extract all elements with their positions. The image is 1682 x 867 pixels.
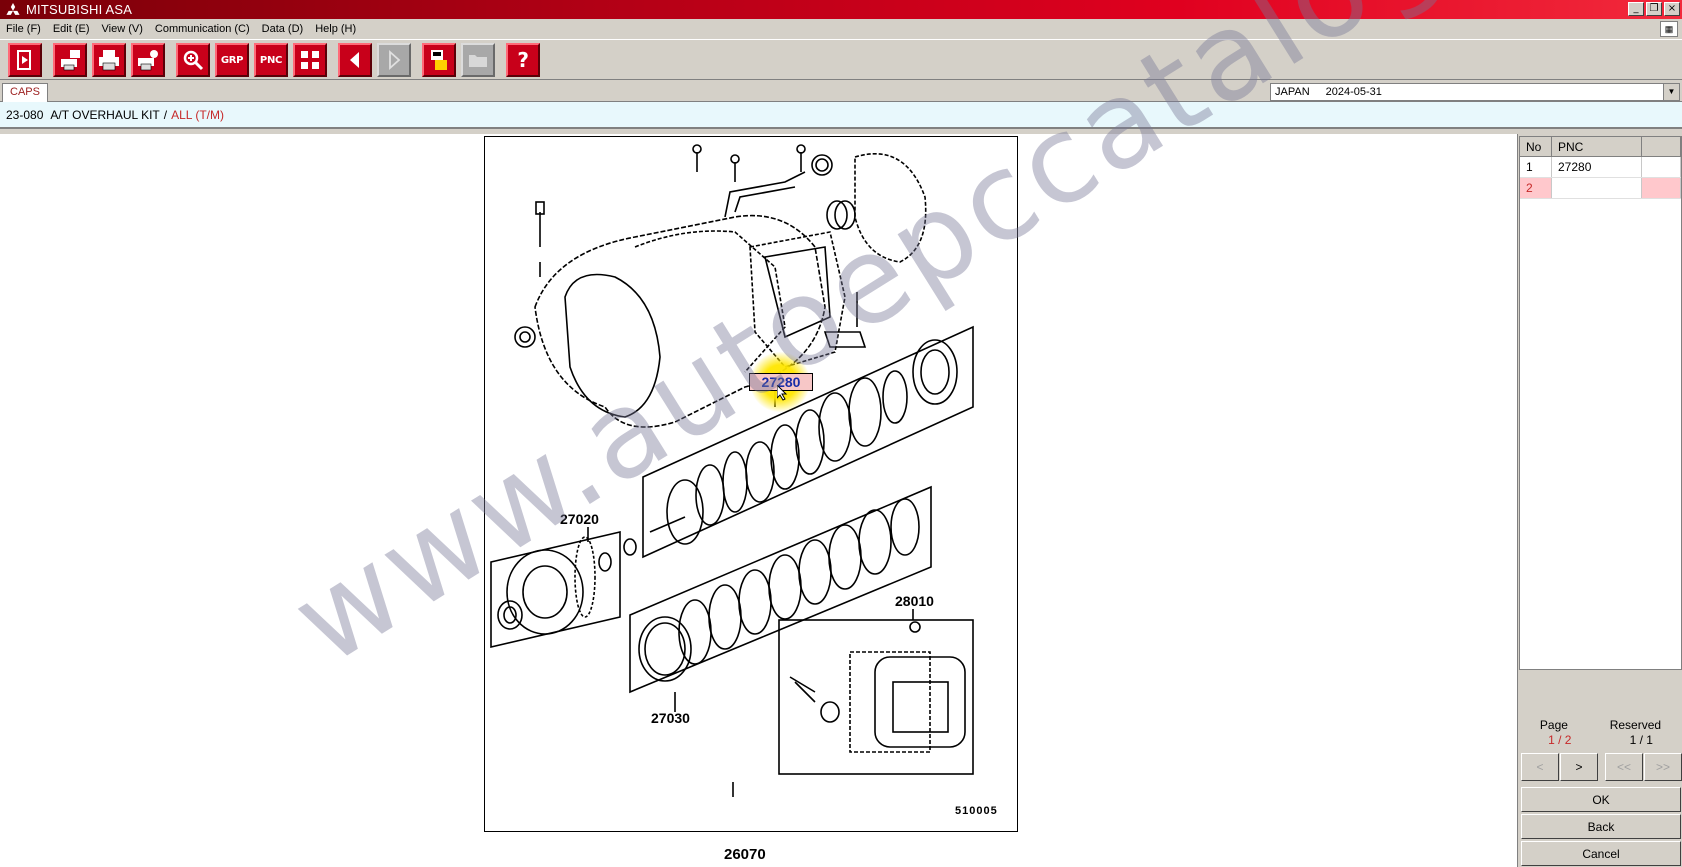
window-title: MITSUBISHI ASA	[26, 2, 133, 17]
menu-data[interactable]: Data (D)	[261, 23, 304, 35]
region-date: 2024-05-31	[1325, 86, 1382, 98]
chevron-down-icon[interactable]: ▼	[1663, 84, 1679, 100]
minimize-button[interactable]: _	[1628, 2, 1644, 16]
menu-bar: File (F) Edit (E) View (V) Communication…	[0, 19, 1682, 39]
row-extra	[1642, 178, 1681, 198]
page-value: 1 / 2	[1548, 733, 1572, 747]
grid-icon	[301, 51, 319, 69]
pnc-label-27020[interactable]: 27020	[560, 511, 599, 527]
pnc-label-26070[interactable]: 26070	[724, 846, 766, 863]
back-button[interactable]: Back	[1521, 814, 1681, 839]
reserved-value: 1 / 1	[1629, 733, 1653, 747]
table-header: No PNC	[1520, 137, 1681, 157]
exit-button[interactable]	[8, 43, 42, 77]
next-button[interactable]	[377, 43, 411, 77]
row-pnc	[1552, 178, 1642, 198]
exit-door-icon	[17, 50, 31, 70]
table-row[interactable]: 2	[1520, 178, 1681, 199]
toolbar: GRP PNC ?	[0, 39, 1682, 80]
page-label: Page	[1539, 718, 1568, 732]
row-extra	[1642, 157, 1681, 177]
triangle-right-icon	[389, 49, 401, 71]
pnc-side-panel: No PNC 1 27280 2 Page Reserved 1 / 2 1 /…	[1519, 134, 1682, 867]
restore-button[interactable]: ❐	[1646, 2, 1662, 16]
column-header-no[interactable]: No	[1520, 137, 1552, 156]
breadcrumb-separator: /	[163, 107, 168, 122]
menu-edit[interactable]: Edit (E)	[52, 23, 90, 35]
printer-settings-icon	[138, 50, 158, 71]
menu-communication[interactable]: Communication (C)	[154, 23, 250, 35]
mdi-menu-icon[interactable]: ▦	[1660, 21, 1678, 37]
pnc-label-selected[interactable]: 27280	[749, 373, 813, 391]
print-button[interactable]	[92, 43, 126, 77]
triangle-left-icon	[350, 52, 359, 68]
table-row[interactable]: 1 27280	[1520, 157, 1681, 178]
region-country: JAPAN	[1275, 86, 1310, 98]
title-bar: MITSUBISHI ASA _ ❐ ×	[0, 0, 1682, 19]
group-title: A/T OVERHAUL KIT	[50, 107, 160, 122]
pager: Page Reserved 1 / 2 1 / 1 < > << >> OK B…	[1519, 718, 1682, 866]
ok-button[interactable]: OK	[1521, 787, 1681, 812]
model-variant: ALL (T/M)	[171, 107, 224, 122]
column-header-pnc[interactable]: PNC	[1552, 137, 1642, 156]
menu-help[interactable]: Help (H)	[315, 23, 357, 35]
print-preview-button[interactable]	[53, 43, 87, 77]
pnc-label-28010[interactable]: 28010	[895, 593, 934, 609]
table-empty-area	[1520, 199, 1681, 669]
row-no: 2	[1520, 178, 1552, 198]
thumbnails-button[interactable]	[293, 43, 327, 77]
printer-screen-icon	[61, 50, 80, 71]
illustration-number: 510005	[955, 805, 998, 817]
breadcrumb: 23-080 A/T OVERHAUL KIT / ALL (T/M)	[0, 102, 1682, 129]
caps-bar: CAPS JAPAN 2024-05-31 ▼	[0, 81, 1682, 102]
pnc-button[interactable]: PNC	[254, 43, 288, 77]
open-button[interactable]	[461, 43, 495, 77]
row-no: 1	[1520, 157, 1552, 177]
next-page-button[interactable]: >	[1560, 753, 1598, 781]
previous-button[interactable]	[338, 43, 372, 77]
zoom-button[interactable]	[176, 43, 210, 77]
mouse-cursor-icon	[777, 385, 788, 401]
exploded-diagram: 27280 27020 28010 27030 510005	[484, 136, 1018, 832]
prev-page-button[interactable]: <	[1521, 753, 1559, 781]
pnc-table: No PNC 1 27280 2	[1519, 136, 1682, 670]
magnifier-icon	[183, 50, 204, 71]
print-setup-button[interactable]	[131, 43, 165, 77]
column-header-blank	[1642, 137, 1681, 156]
cancel-button[interactable]: Cancel	[1521, 841, 1681, 866]
mitsubishi-logo-icon	[6, 2, 20, 15]
group-code: 23-080	[6, 107, 44, 122]
menu-view[interactable]: View (V)	[101, 23, 143, 35]
floppy-disk-icon	[431, 50, 447, 70]
region-select[interactable]: JAPAN 2024-05-31 ▼	[1270, 83, 1680, 101]
help-button[interactable]: ?	[506, 43, 540, 77]
tab-caps[interactable]: CAPS	[2, 83, 48, 102]
last-page-button[interactable]: >>	[1644, 753, 1682, 781]
reserved-label: Reserved	[1609, 718, 1662, 732]
row-pnc: 27280	[1552, 157, 1642, 177]
save-button[interactable]	[422, 43, 456, 77]
folder-icon	[469, 55, 487, 67]
close-button[interactable]: ×	[1664, 2, 1680, 16]
menu-file[interactable]: File (F)	[6, 23, 41, 35]
printer-icon	[99, 50, 119, 71]
pnc-label-27030[interactable]: 27030	[651, 710, 690, 726]
first-page-button[interactable]: <<	[1605, 753, 1643, 781]
transmission-diagram	[490, 144, 974, 797]
grp-button[interactable]: GRP	[215, 43, 249, 77]
